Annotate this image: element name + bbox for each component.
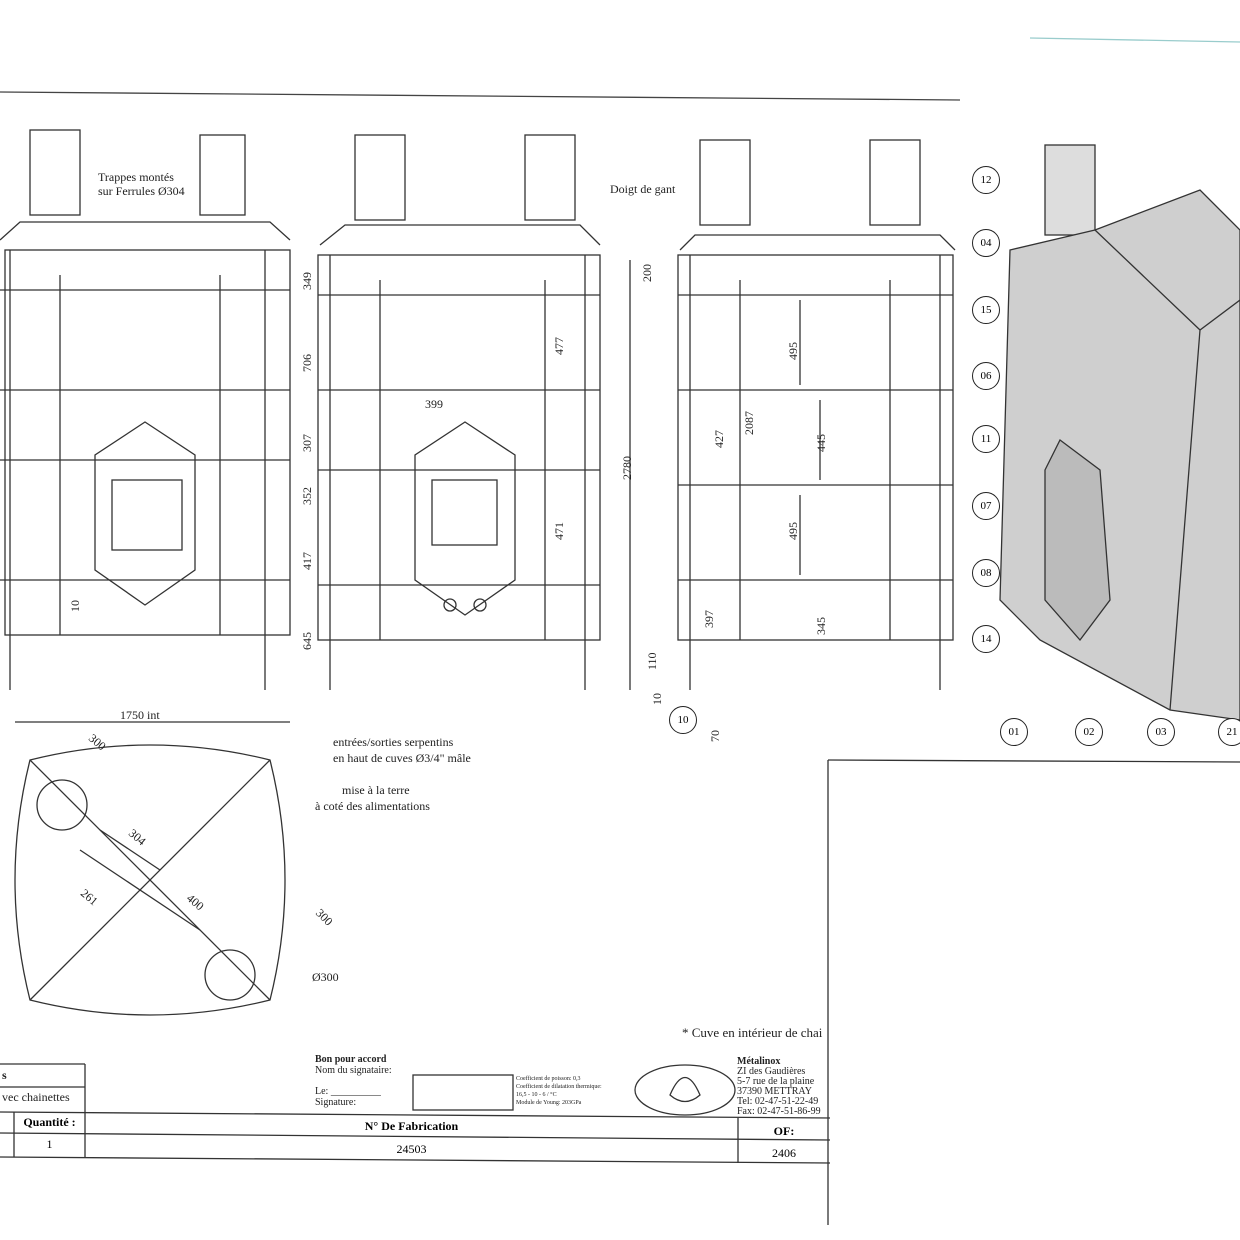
front-view-middle <box>317 134 631 690</box>
dim: 706 <box>300 354 314 372</box>
coef: 16,5 - 10 - 6 / °C <box>516 1092 557 1098</box>
front-view-left <box>0 129 291 690</box>
dim: 200 <box>640 264 654 282</box>
dim: 307 <box>300 434 314 452</box>
accord: Nom du signataire: <box>315 1065 392 1076</box>
dim: 645 <box>300 632 314 650</box>
dim: 2087 <box>742 411 756 435</box>
company: Fax: 02-47-51-86-99 <box>737 1106 821 1117</box>
coef: Coefficient de dilatation thermique: <box>516 1084 602 1090</box>
company: 37390 METTRAY <box>737 1086 812 1097</box>
terre-label-1: mise à la terre <box>342 783 410 797</box>
coef: Module de Young: 203GPa <box>516 1100 582 1106</box>
scan-edge <box>1029 37 1240 43</box>
of-label: OF: <box>773 1124 795 1138</box>
sheet-crop-edge <box>828 700 1240 1240</box>
balloon: 06 <box>972 362 1000 390</box>
dim: 10 <box>650 693 664 705</box>
balloon: 04 <box>972 229 1000 257</box>
accord: Bon pour accord <box>315 1054 387 1065</box>
dim: 349 <box>300 272 314 290</box>
qty-value: 1 <box>46 1137 53 1151</box>
balloon: 10 <box>669 706 697 734</box>
dim: 397 <box>702 610 716 628</box>
serpentins-label-1: entrées/sorties serpentins <box>333 735 454 749</box>
dim: 445 <box>814 434 828 452</box>
dim: 399 <box>425 397 443 411</box>
serpentins-label-2: en haut de cuves Ø3/4" mâle <box>333 751 471 765</box>
balloon: 03 <box>1147 718 1175 746</box>
balloon: 02 <box>1075 718 1103 746</box>
company: Métalinox <box>737 1056 781 1067</box>
balloon: 07 <box>972 492 1000 520</box>
dim: 345 <box>814 617 828 635</box>
dim: 477 <box>552 337 566 355</box>
terre-label-2: à coté des alimentations <box>315 799 430 813</box>
dim: 10 <box>68 600 82 612</box>
dim: 70 <box>708 730 722 742</box>
dim: 471 <box>552 522 566 540</box>
balloon: 11 <box>972 425 1000 453</box>
fab-value: 24503 <box>396 1142 427 1156</box>
cuve-note: * Cuve en intérieur de chai <box>682 1025 823 1040</box>
dim: 417 <box>300 552 314 570</box>
top-view <box>14 721 290 1016</box>
trappes-label-1: Trappes montés <box>98 170 174 184</box>
dim: 495 <box>786 522 800 540</box>
dim: Ø300 <box>312 970 339 984</box>
company: 5-7 rue de la plaine <box>737 1076 815 1087</box>
dim: 495 <box>786 342 800 360</box>
isometric-view <box>999 144 1240 721</box>
qty-label: Quantité : <box>23 1115 76 1129</box>
company: ZI des Gaudières <box>737 1066 806 1077</box>
company: Tel: 02-47-51-22-49 <box>737 1096 819 1107</box>
dim: 427 <box>712 430 726 448</box>
balloon: 14 <box>972 625 1000 653</box>
trappes-label-2: sur Ferrules Ø304 <box>98 184 185 198</box>
sheet-border-top <box>0 91 961 101</box>
coef: Coefficient de poisson: 0,3 <box>516 1076 581 1082</box>
balloon: 12 <box>972 166 1000 194</box>
doigt-label: Doigt de gant <box>610 182 676 196</box>
side-view-right <box>677 139 956 690</box>
balloon: 01 <box>1000 718 1028 746</box>
dim: 110 <box>645 652 659 670</box>
accord: Le: __________ <box>315 1086 381 1097</box>
balloon: 21 <box>1218 718 1240 746</box>
dim: 2780 <box>620 456 634 480</box>
title-row2: vec chainettes <box>2 1090 70 1104</box>
dim: 352 <box>300 487 314 505</box>
dim: 1750 int <box>120 708 160 722</box>
accord: Signature: <box>315 1097 357 1108</box>
balloon: 08 <box>972 559 1000 587</box>
fab-label: N° De Fabrication <box>364 1119 459 1133</box>
title-block-lines <box>0 759 1240 1225</box>
balloon: 15 <box>972 296 1000 324</box>
of-value: 2406 <box>772 1146 796 1160</box>
title-row1: s <box>2 1068 7 1082</box>
